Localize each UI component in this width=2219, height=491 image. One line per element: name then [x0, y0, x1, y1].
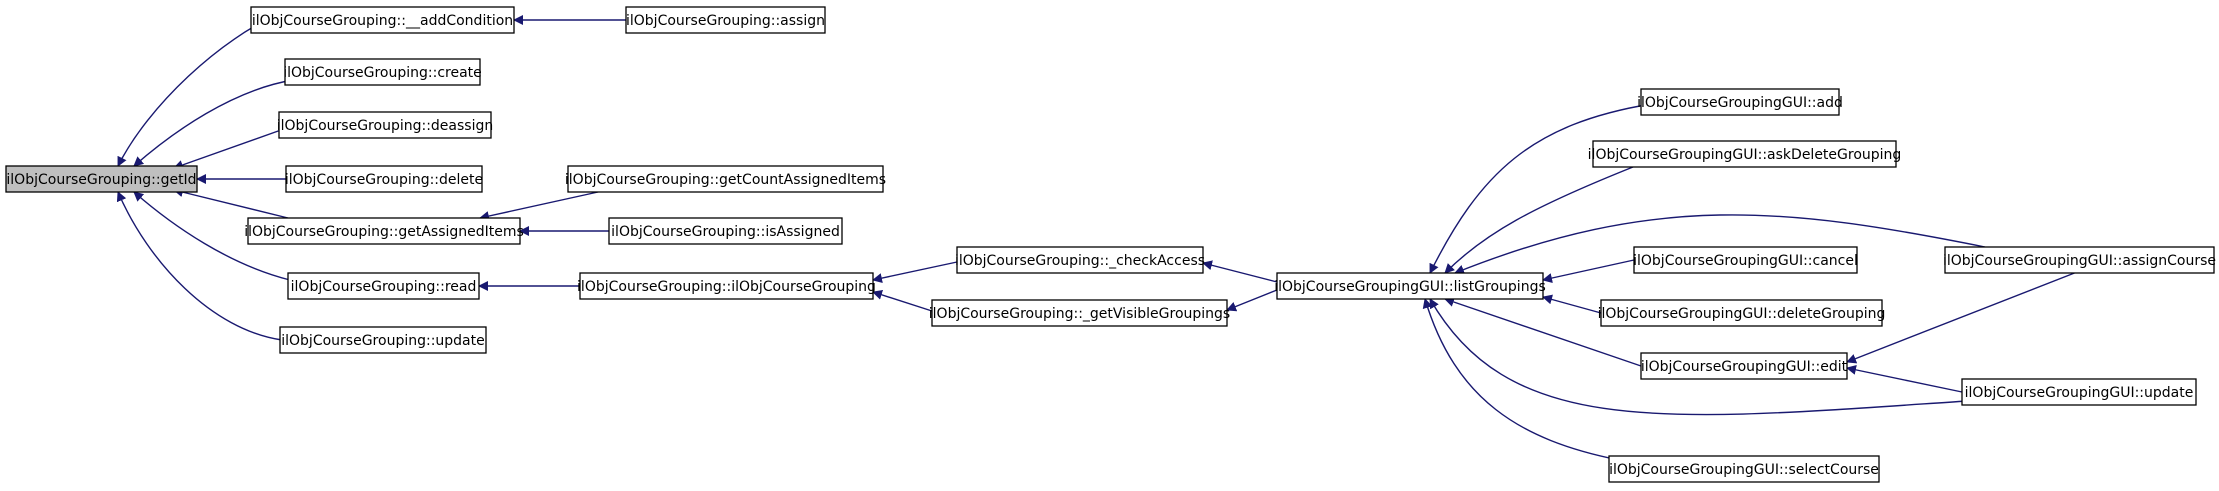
node-label: ilObjCourseGroupingGUI::add	[1637, 95, 1843, 111]
nodes-layer: ilObjCourseGrouping::getIdilObjCourseGro…	[5, 6, 2216, 483]
node-box[interactable]	[1600, 299, 1883, 327]
node-deassign[interactable]: ilObjCourseGrouping::deassign	[277, 111, 493, 139]
node-askDeleteGrouping[interactable]: ilObjCourseGroupingGUI::askDeleteGroupin…	[1588, 140, 1902, 168]
node-label: ilObjCourseGroupingGUI::assignCourse	[1943, 253, 2216, 269]
node-box[interactable]	[956, 246, 1204, 274]
edge-getVisibleGroupings-to-ctor	[872, 289, 933, 312]
edge-askDeleteGrouping-to-listGroupings	[1444, 166, 1634, 274]
node-label: ilObjCourseGrouping::_getVisibleGrouping…	[929, 306, 1230, 322]
node-box[interactable]	[287, 272, 480, 300]
edge-deassign-to-getId	[173, 129, 282, 170]
node-label: ilObjCourseGrouping::delete	[285, 172, 483, 188]
node-ctor[interactable]: ilObjCourseGrouping::ilObjCourseGrouping	[577, 272, 876, 300]
node-getAssignedItems[interactable]: ilObjCourseGrouping::getAssignedItems	[244, 217, 524, 245]
node-box[interactable]	[567, 165, 884, 193]
edge-update-to-getId	[116, 191, 283, 341]
node-create[interactable]: ilObjCourseGrouping::create	[283, 58, 482, 86]
node-box[interactable]	[1633, 246, 1858, 274]
edge-selectCourse-to-listGroupings	[1422, 298, 1620, 461]
node-label: ilObjCourseGrouping::read	[291, 279, 477, 295]
node-label: ilObjCourseGrouping::getCountAssignedIte…	[565, 172, 886, 188]
node-label: ilObjCourseGroupingGUI::update	[1965, 385, 2194, 401]
edge-checkAccess-to-ctor	[872, 261, 958, 284]
edge-guiEdit-to-listGroupings	[1444, 297, 1642, 367]
node-assignCourse[interactable]: ilObjCourseGroupingGUI::assignCourse	[1943, 246, 2216, 274]
node-label: ilObjCourseGrouping::assign	[626, 13, 825, 29]
node-label: ilObjCourseGroupingGUI::deleteGrouping	[1598, 306, 1886, 322]
node-guiEdit[interactable]: ilObjCourseGroupingGUI::edit	[1640, 352, 1848, 380]
node-getCountAssignedItems[interactable]: ilObjCourseGrouping::getCountAssignedIte…	[565, 165, 886, 193]
edge-getCountAssignedItems-to-getAssignedItems	[479, 191, 599, 221]
node-label: ilObjCourseGrouping::isAssigned	[611, 224, 840, 240]
edge-create-to-getId	[133, 79, 294, 167]
node-label: ilObjCourseGrouping::create	[283, 65, 482, 81]
edge-guiUpdate-to-guiEdit	[1846, 364, 1963, 393]
node-box[interactable]	[1592, 140, 1897, 168]
node-listGroupings[interactable]: ilObjCourseGroupingGUI::listGroupings	[1274, 272, 1546, 300]
node-guiUpdate[interactable]: ilObjCourseGroupingGUI::update	[1961, 378, 2197, 406]
node-label: ilObjCourseGrouping::getAssignedItems	[244, 224, 524, 240]
edge-listGroupings-to-checkAccess	[1202, 260, 1278, 283]
node-label: ilObjCourseGroupingGUI::cancel	[1633, 253, 1858, 269]
edge-guiCancel-to-listGroupings	[1542, 259, 1635, 283]
node-box[interactable]	[931, 299, 1228, 327]
edge-guiUpdate-to-listGroupings	[1429, 298, 1968, 416]
node-selectCourse[interactable]: ilObjCourseGroupingGUI::selectCourse	[1608, 455, 1880, 483]
node-checkAccess[interactable]: ilObjCourseGrouping::_checkAccess	[955, 246, 1205, 274]
node-box[interactable]	[1961, 378, 2197, 406]
node-box[interactable]	[279, 326, 487, 354]
edge-deleteGrouping-to-listGroupings	[1542, 294, 1602, 314]
node-box[interactable]	[1608, 455, 1880, 483]
node-label: ilObjCourseGroupingGUI::edit	[1641, 359, 1848, 375]
edge-read-to-getId	[133, 191, 291, 281]
node-label: ilObjCourseGrouping::ilObjCourseGrouping	[577, 279, 876, 295]
node-box[interactable]	[278, 111, 492, 139]
node-box[interactable]	[285, 165, 483, 193]
node-deleteGrouping[interactable]: ilObjCourseGroupingGUI::deleteGrouping	[1598, 299, 1886, 327]
edge-assignCourse-to-listGroupings	[1454, 214, 1986, 275]
node-box[interactable]	[1640, 352, 1848, 380]
node-label: ilObjCourseGrouping::deassign	[277, 118, 493, 134]
node-label: ilObjCourseGroupingGUI::askDeleteGroupin…	[1588, 147, 1902, 163]
node-box[interactable]	[1944, 246, 2215, 274]
node-box[interactable]	[250, 6, 515, 34]
node-getId[interactable]: ilObjCourseGrouping::getId	[5, 165, 198, 193]
node-box[interactable]	[608, 217, 843, 245]
edge-getAssignedItems-to-getId	[173, 187, 289, 219]
node-box[interactable]	[5, 165, 198, 193]
node-guiAdd[interactable]: ilObjCourseGroupingGUI::add	[1637, 88, 1843, 116]
node-label: ilObjCourseGrouping::_checkAccess	[955, 253, 1205, 269]
node-box[interactable]	[1276, 272, 1544, 300]
node-box[interactable]	[247, 217, 521, 245]
node-box[interactable]	[1640, 88, 1840, 116]
node-label: ilObjCourseGroupingGUI::selectCourse	[1609, 462, 1879, 478]
node-label: ilObjCourseGrouping::getId	[6, 172, 196, 188]
node-label: ilObjCourseGroupingGUI::listGroupings	[1274, 279, 1546, 295]
node-isAssigned[interactable]: ilObjCourseGrouping::isAssigned	[608, 217, 843, 245]
node-update[interactable]: ilObjCourseGrouping::update	[279, 326, 487, 354]
edges-layer	[116, 12, 2075, 461]
node-assign[interactable]: ilObjCourseGrouping::assign	[625, 6, 826, 34]
edge-listGroupings-to-getVisibleGroupings	[1226, 289, 1278, 312]
edge-assignCourse-to-guiEdit	[1846, 272, 2075, 364]
node-delete[interactable]: ilObjCourseGrouping::delete	[285, 165, 483, 193]
node-getVisibleGroupings[interactable]: ilObjCourseGrouping::_getVisibleGrouping…	[929, 299, 1230, 327]
node-read[interactable]: ilObjCourseGrouping::read	[287, 272, 480, 300]
node-addCondition[interactable]: ilObjCourseGrouping::__addCondition	[250, 6, 515, 34]
node-box[interactable]	[579, 272, 874, 300]
node-guiCancel[interactable]: ilObjCourseGroupingGUI::cancel	[1633, 246, 1858, 274]
node-label: ilObjCourseGrouping::update	[281, 333, 485, 349]
edge-guiAdd-to-listGroupings	[1429, 103, 1652, 274]
node-label: ilObjCourseGrouping::__addCondition	[252, 13, 513, 29]
node-box[interactable]	[625, 6, 826, 34]
node-box[interactable]	[284, 58, 481, 86]
